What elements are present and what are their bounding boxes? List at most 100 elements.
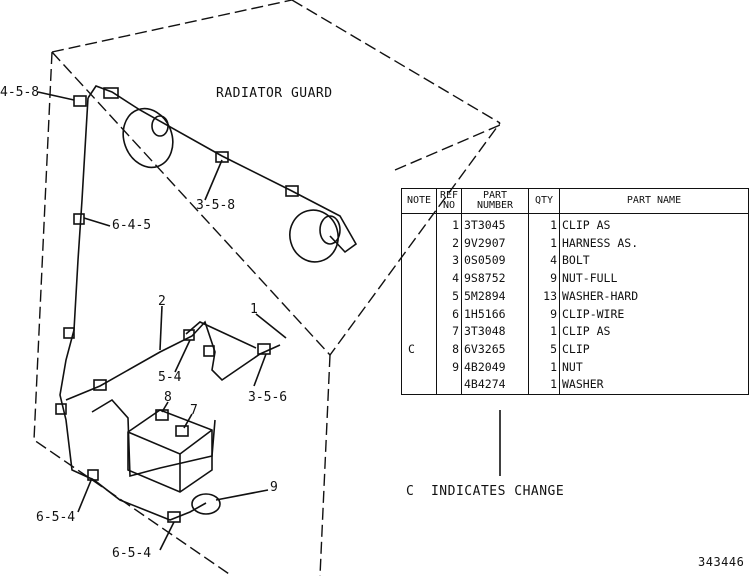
cell-part-number: 4B2049 — [461, 358, 529, 377]
cell-ref: 1 — [436, 213, 462, 235]
leader-458 — [37, 91, 75, 101]
table-row: 6 1H5166 9 CLIP-WIRE — [401, 305, 749, 324]
table-row: C 8 6V3265 5 CLIP — [401, 340, 749, 359]
header-part-name: PART NAME — [559, 188, 749, 214]
leader-2 — [159, 305, 163, 351]
drawing-number: 343446 — [698, 555, 745, 569]
clip-left-low — [55, 403, 67, 415]
cell-part-number: 1H5166 — [461, 305, 529, 324]
header-part-line2: NUMBER — [476, 200, 514, 211]
leader-54 — [174, 339, 191, 373]
cell-part-number: 9V2907 — [461, 234, 529, 253]
cell-note — [401, 252, 437, 271]
harness-middle-run — [65, 320, 281, 401]
callout-3-5-6: 3-5-6 — [248, 390, 288, 405]
clip-mid-1 — [93, 379, 107, 391]
callout-8: 8 — [164, 390, 172, 405]
cell-note — [401, 376, 437, 396]
cell-qty: 9 — [528, 270, 560, 288]
cell-note: C — [401, 340, 437, 359]
cell-qty: 13 — [528, 287, 560, 306]
cell-note — [401, 305, 437, 324]
cell-note — [401, 323, 437, 341]
clip-458 — [73, 95, 87, 107]
callout-3-5-8: 3-5-8 — [196, 198, 236, 213]
cell-qty: 1 — [528, 358, 560, 377]
cell-part-name: NUT — [559, 358, 749, 377]
cell-qty: 1 — [528, 234, 560, 253]
leader-1 — [255, 313, 287, 339]
cell-qty: 5 — [528, 340, 560, 359]
left-lamp-rim — [151, 115, 169, 137]
leader-654b — [159, 521, 175, 551]
table-row: 3 0S0509 4 BOLT — [401, 252, 749, 271]
header-ref-line2: NO — [442, 200, 456, 211]
cell-part-name: CLIP AS — [559, 323, 749, 341]
harness-branch-2 — [185, 321, 257, 349]
clip-right — [285, 185, 299, 197]
cell-part-name: WASHER — [559, 376, 749, 396]
cell-note — [401, 270, 437, 288]
callout-5-4: 5-4 — [158, 370, 182, 385]
cell-qty: 1 — [528, 323, 560, 341]
leader-8 — [161, 401, 169, 413]
clip-left-mid — [63, 327, 75, 339]
cell-part-number: 6V3265 — [461, 340, 529, 359]
leader-654a — [77, 477, 93, 513]
callout-4-5-8: 4-5-8 — [0, 85, 40, 100]
table-row: 2 9V2907 1 HARNESS AS. — [401, 234, 749, 253]
table-row: 7 3T3048 1 CLIP AS — [401, 323, 749, 341]
callout-6-5-4-left: 6-5-4 — [36, 510, 76, 525]
bottom-connector — [191, 493, 221, 515]
cell-ref: 6 — [436, 305, 462, 324]
callout-7: 7 — [190, 403, 198, 418]
cell-part-name: HARNESS AS. — [559, 234, 749, 253]
table-row: 4B4274 1 WASHER — [401, 376, 749, 396]
clip-645 — [73, 213, 85, 225]
cell-ref — [436, 376, 462, 396]
cell-ref: 3 — [436, 252, 462, 271]
cell-part-number: 0S0509 — [461, 252, 529, 271]
table-row: 1 3T3045 1 CLIP AS — [401, 213, 749, 235]
header-note: NOTE — [401, 188, 437, 214]
leader-358 — [204, 159, 223, 201]
left-lamp — [122, 107, 174, 169]
cell-part-name: CLIP AS — [559, 213, 749, 235]
clip-54 — [183, 329, 195, 341]
clip-mid-2 — [203, 345, 215, 357]
guard-outline-right — [319, 124, 501, 576]
cell-qty: 1 — [528, 376, 560, 396]
cell-note — [401, 213, 437, 235]
leader-9 — [215, 489, 269, 501]
cell-ref: 9 — [436, 358, 462, 377]
cell-part-number: 5M2894 — [461, 287, 529, 306]
leader-356 — [253, 353, 267, 387]
clip-7 — [175, 425, 189, 437]
cell-ref: 4 — [436, 270, 462, 288]
cell-qty: 4 — [528, 252, 560, 271]
leader-645 — [83, 217, 111, 227]
cell-ref: 2 — [436, 234, 462, 253]
cell-ref: 7 — [436, 323, 462, 341]
clip-8 — [155, 409, 169, 421]
clip-top — [103, 87, 119, 99]
table-row: 9 4B2049 1 NUT — [401, 358, 749, 377]
header-qty: QTY — [528, 188, 560, 214]
cell-ref: 8 — [436, 340, 462, 359]
cell-part-name: NUT-FULL — [559, 270, 749, 288]
cell-note — [401, 287, 437, 306]
clip-356 — [257, 343, 271, 355]
cell-part-name: WASHER-HARD — [559, 287, 749, 306]
callout-1: 1 — [250, 302, 258, 317]
cell-note — [401, 358, 437, 377]
cell-note — [401, 234, 437, 253]
cell-part-number: 4B4274 — [461, 376, 529, 396]
cell-part-number: 9S8752 — [461, 270, 529, 288]
header-ref-line1: REF — [439, 190, 459, 201]
table-row: 4 9S8752 9 NUT-FULL — [401, 270, 749, 288]
